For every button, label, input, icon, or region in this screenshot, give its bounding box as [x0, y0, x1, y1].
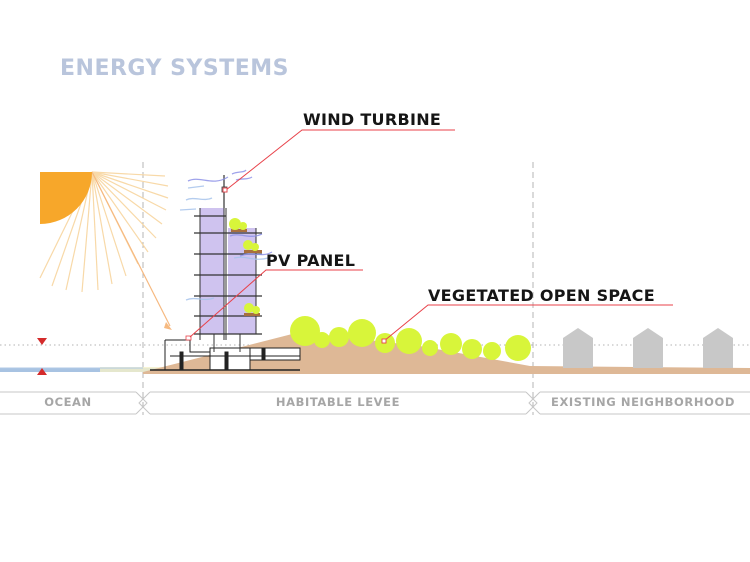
zone-band — [0, 391, 750, 415]
tree — [505, 335, 531, 361]
sun-ray-to-panel — [91, 171, 171, 327]
vegetation-leader-dot — [381, 338, 387, 344]
pv-panel-label: PV PANEL — [266, 251, 356, 270]
neighborhood-houses — [563, 328, 733, 368]
house-icon — [633, 328, 663, 368]
house-icon — [703, 328, 733, 368]
building-podium — [150, 339, 301, 371]
vegetated-open-space-label: VEGETATED OPEN SPACE — [428, 286, 655, 305]
tree — [440, 333, 462, 355]
sun-icon — [39, 171, 172, 330]
wind-arrow-icon — [179, 169, 273, 301]
wind-turbine-leader-dot — [222, 187, 228, 193]
tree — [462, 339, 482, 359]
tree — [422, 340, 438, 356]
pv-panel-marker — [185, 335, 192, 341]
water-level-marker — [37, 338, 47, 375]
tree — [483, 342, 501, 360]
wind-turbine-leader — [225, 129, 455, 191]
page-title: ENERGY SYSTEMS — [60, 56, 289, 81]
tree — [314, 332, 330, 348]
vegetated-open-space-leader — [383, 304, 673, 342]
tree — [329, 327, 349, 347]
zone-label-existing-neighborhood: EXISTING NEIGHBORHOOD — [550, 395, 736, 409]
zone-label-ocean: OCEAN — [44, 395, 92, 409]
tree — [348, 319, 376, 347]
tower-building — [185, 175, 262, 352]
ocean-water — [0, 367, 165, 372]
zone-label-habitable-levee: HABITABLE LEVEE — [275, 395, 401, 409]
tree — [290, 316, 320, 346]
vegetation — [290, 316, 531, 361]
pv-panel-leader — [189, 269, 363, 338]
callout-leaders — [189, 129, 673, 342]
wind-turbine-label: WIND TURBINE — [303, 110, 442, 129]
house-icon — [563, 328, 593, 368]
tree — [396, 328, 422, 354]
